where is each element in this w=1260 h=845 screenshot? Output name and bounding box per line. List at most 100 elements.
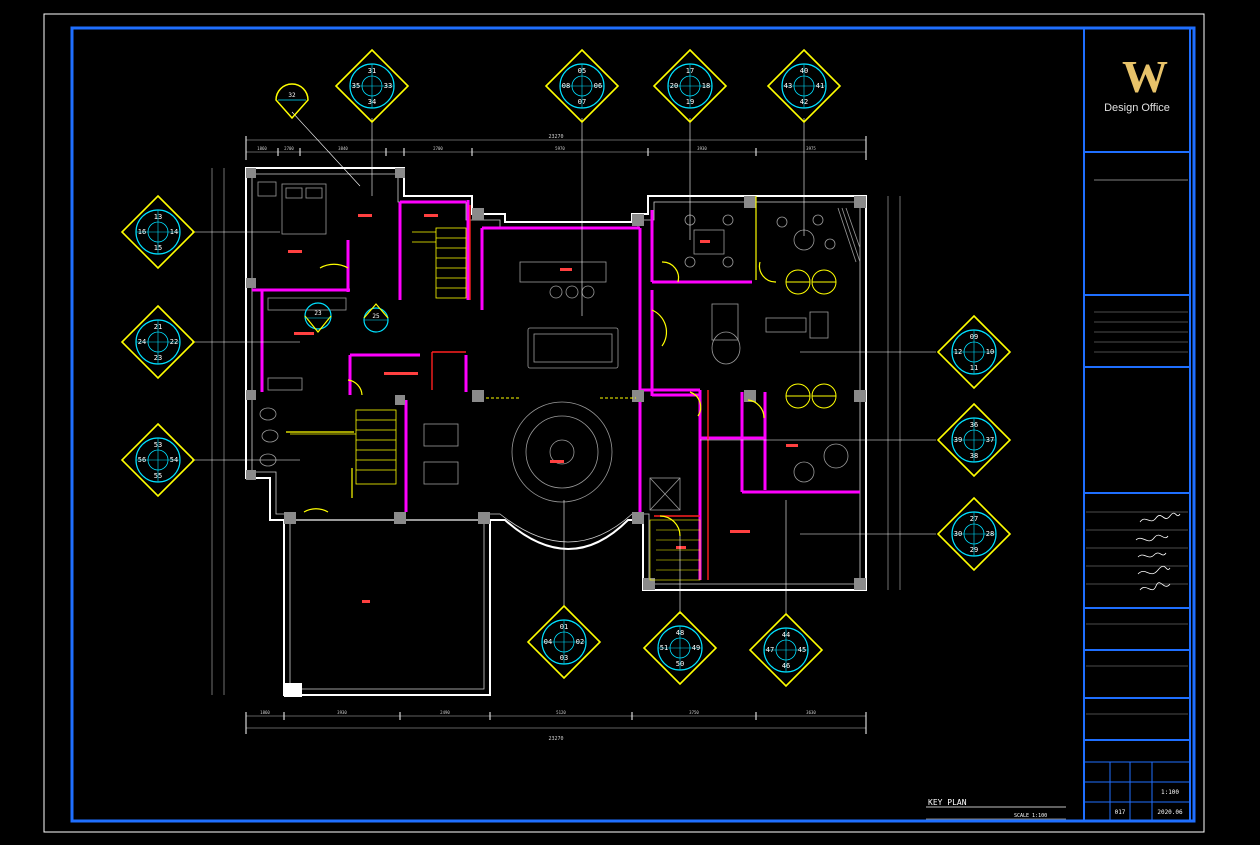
elevation-marker-number: 09 xyxy=(970,333,978,341)
elevation-marker-number: 34 xyxy=(368,98,376,106)
elevation-marker-number: 27 xyxy=(970,515,978,523)
elevation-marker-number: 50 xyxy=(676,660,684,668)
elevation-marker: 01 02 03 04 xyxy=(526,604,602,680)
elevation-marker-number: 55 xyxy=(154,472,162,480)
elevation-marker-number: 23 xyxy=(154,354,162,362)
elevation-marker-number: 14 xyxy=(170,228,178,236)
elevation-marker-number: 49 xyxy=(692,644,700,652)
elevation-marker-number: 22 xyxy=(170,338,178,346)
scale-value: 1:100 xyxy=(1161,789,1179,796)
elevation-marker-number: 30 xyxy=(954,530,962,538)
date-value: 2020.06 xyxy=(1157,809,1183,816)
dim-bottom-seg-1: 1860 xyxy=(260,710,270,715)
logo-letter: W xyxy=(1122,51,1168,102)
drawing-frame xyxy=(70,26,1196,823)
elevation-marker-number: 07 xyxy=(578,98,586,106)
elevation-marker-number: 08 xyxy=(562,82,570,90)
elevation-marker-number: 36 xyxy=(970,421,978,429)
single-marker-23-num: 23 xyxy=(314,310,322,317)
elevation-marker-number: 40 xyxy=(800,67,808,75)
elevation-marker-number: 38 xyxy=(970,452,978,460)
dim-top-seg-7: 3975 xyxy=(806,146,816,151)
elevation-marker: 31 33 34 35 xyxy=(334,48,410,124)
terrace xyxy=(283,519,491,696)
dim-top-seg-4: 2700 xyxy=(433,146,443,151)
dim-bottom-seg-5: 3750 xyxy=(689,710,699,715)
elevation-marker-number: 13 xyxy=(154,213,162,221)
elevation-marker: 40 41 42 43 xyxy=(766,48,842,124)
dim-top-seg-1: 1860 xyxy=(257,146,267,151)
elevation-marker-number: 56 xyxy=(138,456,146,464)
elevation-marker-number: 20 xyxy=(670,82,678,90)
title-block xyxy=(1083,28,1191,821)
single-marker-23: 23 xyxy=(304,302,332,333)
single-marker-25: 25 xyxy=(363,303,389,333)
leader-lines xyxy=(192,111,936,614)
elevation-marker-number: 05 xyxy=(578,67,586,75)
elevation-marker-number: 39 xyxy=(954,436,962,444)
outer-frame xyxy=(43,13,1205,833)
dim-bottom-seg-3: 2490 xyxy=(440,710,450,715)
elevation-marker-number: 44 xyxy=(782,631,790,639)
single-marker-25-num: 25 xyxy=(372,313,380,320)
key-plan-label: KEY PLAN xyxy=(928,798,967,807)
sheet-number: 017 xyxy=(1115,809,1126,816)
elevation-marker-number: 35 xyxy=(352,82,360,90)
stair-south xyxy=(649,519,701,581)
single-marker-32-num: 32 xyxy=(288,92,296,99)
elevation-marker-number: 29 xyxy=(970,546,978,554)
dim-bottom-seg-2: 3930 xyxy=(337,710,347,715)
dim-top-seg-5: 5970 xyxy=(555,146,565,151)
elevation-marker-number: 11 xyxy=(970,364,978,372)
elevation-marker-number: 51 xyxy=(660,644,668,652)
elevation-marker-number: 04 xyxy=(544,638,552,646)
elevation-marker: 09 10 11 12 xyxy=(936,314,1012,390)
elevation-marker-number: 53 xyxy=(154,441,162,449)
elevation-marker-number: 45 xyxy=(798,646,806,654)
elevation-marker-number: 18 xyxy=(702,82,710,90)
elevation-marker-number: 31 xyxy=(368,67,376,75)
elevation-marker-number: 33 xyxy=(384,82,392,90)
elevation-marker: 27 28 29 30 xyxy=(936,496,1012,572)
signature-marks xyxy=(1135,512,1181,591)
elevation-marker-number: 19 xyxy=(686,98,694,106)
logo-text: Design Office xyxy=(1104,102,1170,114)
elevation-marker-number: 03 xyxy=(560,654,568,662)
elevation-marker-number: 41 xyxy=(816,82,824,90)
elevation-marker-number: 15 xyxy=(154,244,162,252)
dim-top-seg-6: 3930 xyxy=(697,146,707,151)
elevation-marker-number: 21 xyxy=(154,323,162,331)
dim-top-total: 23270 xyxy=(548,134,563,140)
elevation-marker-number: 46 xyxy=(782,662,790,670)
elevation-marker-number: 54 xyxy=(170,456,178,464)
elevation-marker-number: 43 xyxy=(784,82,792,90)
elevation-marker-number: 06 xyxy=(594,82,602,90)
elevation-markers: 3133343505060708171819204041424313141516… xyxy=(120,48,1012,688)
dim-top-seg-2: 2700 xyxy=(284,146,294,151)
elevation-marker: 17 18 19 20 xyxy=(652,48,728,124)
elevation-marker-number: 12 xyxy=(954,348,962,356)
elevation-marker-number: 47 xyxy=(766,646,774,654)
elevation-marker-number: 02 xyxy=(576,638,584,646)
dim-bottom-seg-6: 3630 xyxy=(806,710,816,715)
dim-top-seg-3: 3840 xyxy=(338,146,348,151)
stair-lower xyxy=(290,409,397,485)
elevation-marker-number: 17 xyxy=(686,67,694,75)
dim-bottom-seg-4: 5120 xyxy=(556,710,566,715)
elevation-marker-number: 28 xyxy=(986,530,994,538)
stair-upper xyxy=(412,227,467,299)
floor-plan xyxy=(245,167,867,697)
dimension-lines xyxy=(211,136,901,734)
elevation-marker-number: 42 xyxy=(800,98,808,106)
single-marker-32: 32 xyxy=(275,83,309,120)
elevation-marker: 05 06 07 08 xyxy=(544,48,620,124)
scale-note: SCALE 1:100 xyxy=(1014,813,1047,819)
elevation-marker-number: 01 xyxy=(560,623,568,631)
elevation-marker-number: 10 xyxy=(986,348,994,356)
elevation-marker: 44 45 46 47 xyxy=(748,612,824,688)
